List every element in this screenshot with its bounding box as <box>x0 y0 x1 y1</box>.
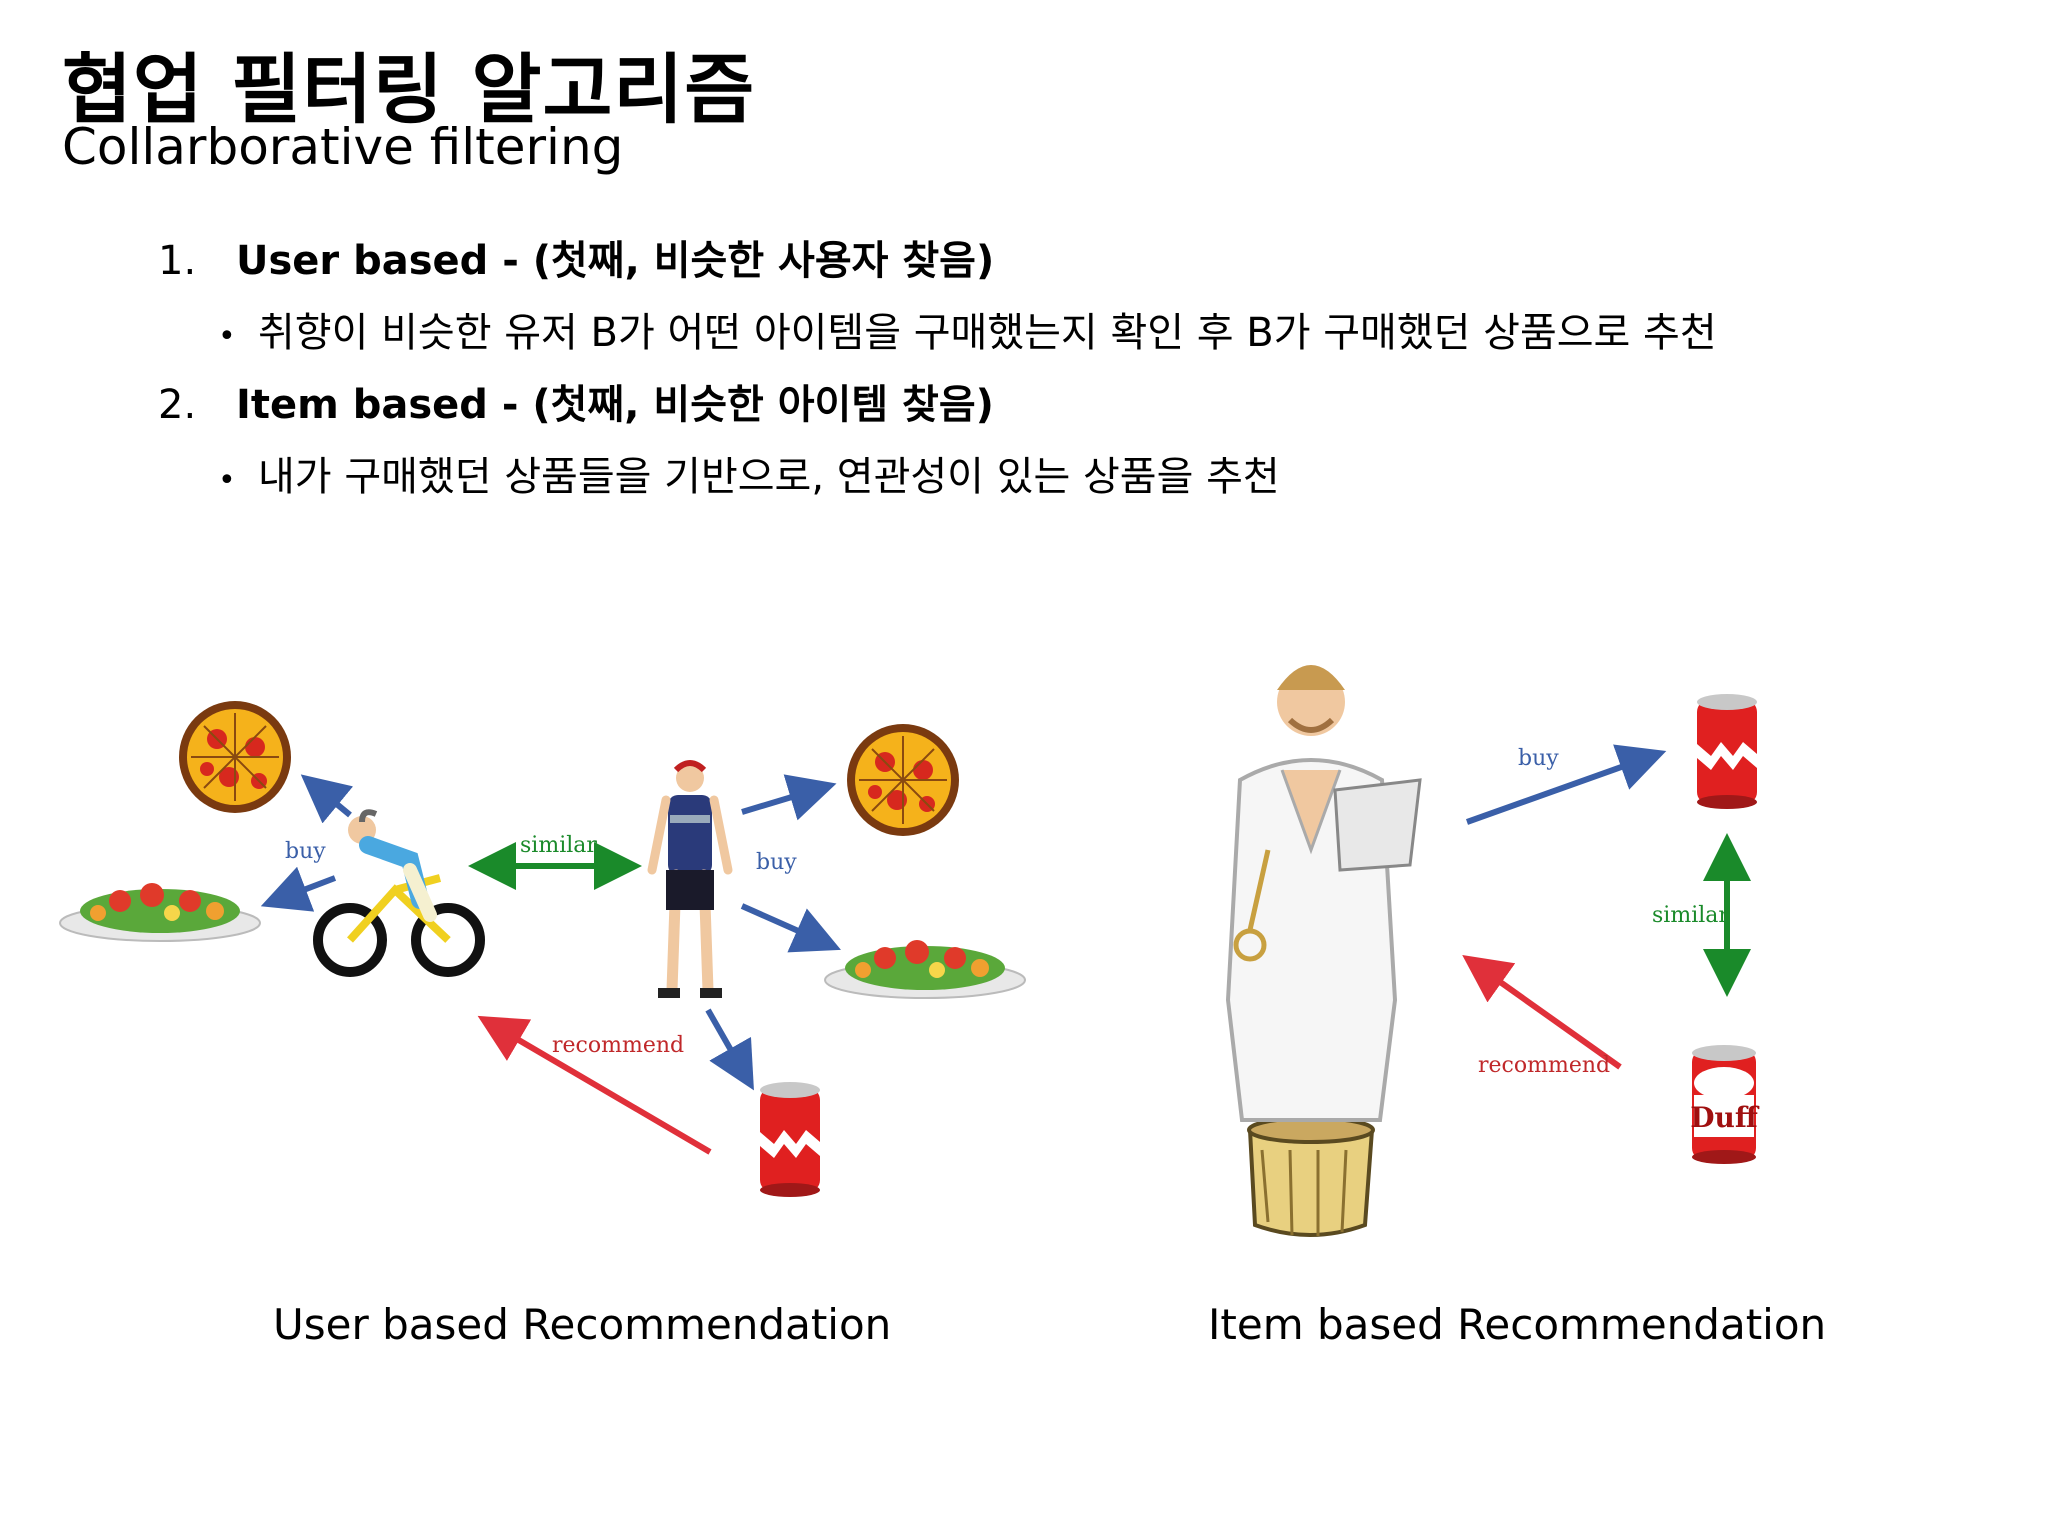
recommend-label: recommend <box>1478 1053 1610 1078</box>
buy-arrow <box>1465 744 1667 825</box>
page-subtitle: Collarborative filtering <box>62 118 624 176</box>
buy-label-right: buy <box>756 850 797 875</box>
cyclist-icon <box>313 809 485 977</box>
standing-cyclist-icon <box>647 760 733 998</box>
buy-arrow-pizza <box>300 774 354 824</box>
soda-can-icon <box>760 1082 820 1197</box>
list-item-item-based: 2. Item based - (첫째, 비슷한 아이템 찾음) <box>158 372 1958 444</box>
bullet-text: 내가 구매했던 상품들을 기반으로, 연관성이 있는 상품을 추천 <box>258 454 1280 500</box>
item-based-diagram: Duff buy similar recommend <box>1225 665 1760 1237</box>
list-label: Item based - (첫째, 비슷한 아이템 찾음) <box>236 382 994 428</box>
buy-arrow-salad-right <box>740 903 841 953</box>
bullet-text: 취향이 비슷한 유저 B가 어떤 아이템을 구매했는지 확인 후 B가 구매했던… <box>258 310 1717 356</box>
user-based-diagram: buy similar buy recommend <box>59 700 1026 1197</box>
similar-label: similar <box>1652 903 1729 928</box>
bullet-dot-icon: • <box>218 463 236 498</box>
salad-icon-right <box>824 939 1026 999</box>
soda-can-icon-top <box>1697 694 1757 809</box>
buy-label-left: buy <box>285 839 326 864</box>
recommend-arrow-left <box>477 1015 712 1155</box>
list-label: User based - (첫째, 비슷한 사용자 찾음) <box>236 238 995 284</box>
list-number: 2. <box>158 382 197 428</box>
duff-can-icon: Duff <box>1690 1045 1760 1164</box>
bullet-dot-icon: • <box>218 319 236 354</box>
recommend-label-left: recommend <box>552 1033 684 1058</box>
pizza-icon <box>178 700 292 814</box>
buy-arrow-pizza-right <box>741 774 837 821</box>
duff-label: Duff <box>1690 1101 1760 1134</box>
user-based-caption: User based Recommendation <box>273 1300 892 1349</box>
item-based-caption: Item based Recommendation <box>1208 1300 1827 1349</box>
recommend-arrow <box>1462 955 1622 1070</box>
bathrobe-man-icon <box>1225 665 1422 1237</box>
list-number: 1. <box>158 238 197 284</box>
buy-arrow-can <box>705 1008 754 1091</box>
method-list: 1. User based - (첫째, 비슷한 사용자 찾음) • 취향이 비… <box>158 228 1958 516</box>
page-title: 협업 필터링 알고리즘 <box>62 45 756 134</box>
similar-label-left: similar <box>520 833 597 858</box>
list-item-user-based: 1. User based - (첫째, 비슷한 사용자 찾음) <box>158 228 1958 300</box>
buy-label: buy <box>1518 746 1559 771</box>
salad-icon <box>59 882 261 942</box>
pizza-icon-right <box>846 723 960 837</box>
bullet-user-based: • 취향이 비슷한 유저 B가 어떤 아이템을 구매했는지 확인 후 B가 구매… <box>218 300 1958 372</box>
buy-arrow-salad <box>260 866 337 912</box>
bullet-item-based: • 내가 구매했던 상품들을 기반으로, 연관성이 있는 상품을 추천 <box>218 444 1958 516</box>
